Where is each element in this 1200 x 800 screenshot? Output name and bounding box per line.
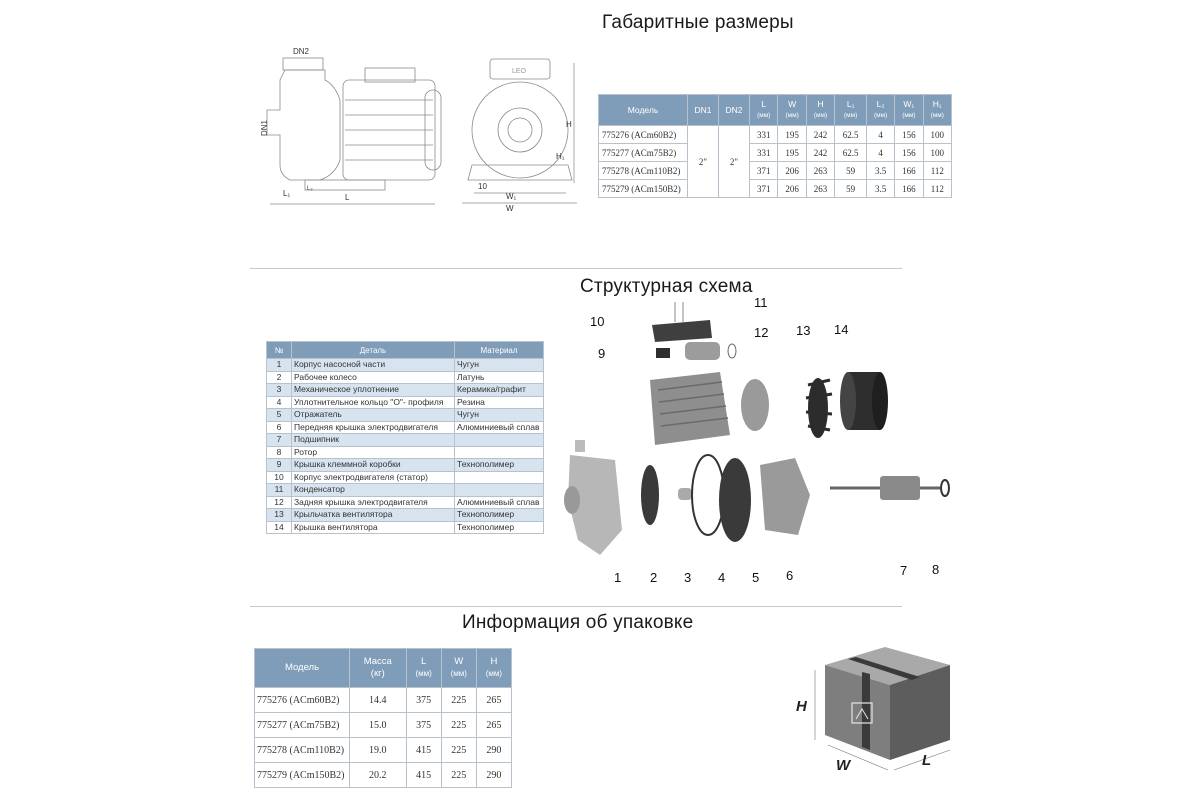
packaging-table: Модель Масса(кг) L(мм) W(мм) H(мм) 77527… xyxy=(254,648,513,788)
col-l2: L₂(мм) xyxy=(866,94,896,126)
bearing xyxy=(940,479,950,497)
brand-mark: LEO xyxy=(512,68,527,75)
structure-title: Структурная схема xyxy=(580,276,753,297)
dimensions-title: Габаритные размеры xyxy=(602,12,794,33)
col-h: H(мм) xyxy=(805,94,836,126)
dimensions-table-header: Модель DN1 DN2 L(мм) W(мм) H(мм) L₁(мм) … xyxy=(598,94,953,126)
package-box-illustration: H W L xyxy=(796,647,951,774)
pump-side-view-drawing: DN2 DN1 L₁ L₂ L xyxy=(260,47,442,205)
col-h1: H₁(мм) xyxy=(922,94,953,126)
pump-housing xyxy=(564,440,622,555)
rear-motor-cover xyxy=(741,379,769,431)
callout-7: 7 xyxy=(900,563,908,578)
packaging-table-header: Модель Масса(кг) L(мм) W(мм) H(мм) xyxy=(254,648,513,688)
col-dn1: DN1 xyxy=(687,94,719,126)
pump-front-view-drawing: LEO H H₁ 10 W₁ W xyxy=(462,58,577,213)
callout-11: 11 xyxy=(754,295,768,310)
parts-table-header: № Деталь Материал xyxy=(266,341,544,359)
h1-label: H₁ xyxy=(556,152,565,161)
l2-label: L₂ xyxy=(307,186,313,192)
col-l: L(мм) xyxy=(748,94,779,126)
col-model: Модель xyxy=(598,94,688,126)
callout-14: 14 xyxy=(834,322,849,337)
capacitor xyxy=(685,342,720,360)
ten-label: 10 xyxy=(478,182,487,191)
front-motor-cover xyxy=(760,458,810,535)
deflector xyxy=(719,458,751,542)
terminal-box-cover xyxy=(652,320,712,342)
fan-cover xyxy=(840,372,888,430)
callout-4: 4 xyxy=(718,570,726,585)
callout-12: 12 xyxy=(754,325,769,340)
dimensions-table: Модель DN1 DN2 L(мм) W(мм) H(мм) L₁(мм) … xyxy=(598,94,953,198)
w-label: W xyxy=(506,204,514,213)
table-row: 775279 (ACm150B2) 371 206 263 59 3.5 166… xyxy=(598,179,953,198)
box-h-label: H xyxy=(796,698,808,715)
motor-stator xyxy=(650,372,730,445)
box-w-label: W xyxy=(836,757,852,774)
table-row: 775276 (ACm60B2) 14.4 375 225 265 xyxy=(254,687,513,713)
dn2-value: 2" xyxy=(718,125,750,198)
callout-5: 5 xyxy=(752,570,760,585)
callout-13: 13 xyxy=(796,323,811,338)
callout-3: 3 xyxy=(684,570,692,585)
fan-impeller xyxy=(805,378,833,438)
l1-label: L₁ xyxy=(283,189,290,198)
col-dn2: DN2 xyxy=(718,94,750,126)
section-divider xyxy=(250,606,902,607)
h-label: H xyxy=(566,120,572,129)
table-row: 775277 (ACm75B2) 15.0 375 225 265 xyxy=(254,712,513,738)
box-l-label: L xyxy=(922,752,931,769)
table-row: 775279 (ACm150B2) 20.2 415 225 290 xyxy=(254,762,513,788)
section-divider xyxy=(250,268,902,269)
dn1-label: DN1 xyxy=(260,119,269,136)
table-row: 775276 (ACm60B2) 2" 2" 331 195 242 62.5 … xyxy=(598,125,953,198)
col-w: W(мм) xyxy=(777,94,807,126)
w1-label: W₁ xyxy=(506,192,517,201)
impeller xyxy=(641,465,659,525)
col-l1: L₁(мм) xyxy=(834,94,868,126)
dn2-label: DN2 xyxy=(293,47,310,56)
callout-6: 6 xyxy=(786,568,794,583)
packaging-title: Информация об упаковке xyxy=(462,612,694,633)
dn1-value: 2" xyxy=(687,125,719,198)
callout-2: 2 xyxy=(650,570,658,585)
mechanical-seal xyxy=(678,488,692,500)
callout-8: 8 xyxy=(932,562,940,577)
exploded-pump-diagram xyxy=(564,302,950,555)
table-row: 775277 (ACm75B2) 331 195 242 62.5 4 156 … xyxy=(598,143,953,162)
callout-10: 10 xyxy=(590,314,605,329)
l-label: L xyxy=(345,193,350,202)
rotor xyxy=(830,476,940,500)
callout-9: 9 xyxy=(598,346,606,361)
table-row: 775278 (ACm110B2) 371 206 263 59 3.5 166… xyxy=(598,161,953,180)
table-row: 775278 (ACm110B2) 19.0 415 225 290 xyxy=(254,737,513,763)
col-w1: W₁(мм) xyxy=(894,94,924,126)
callout-1: 1 xyxy=(614,570,622,585)
